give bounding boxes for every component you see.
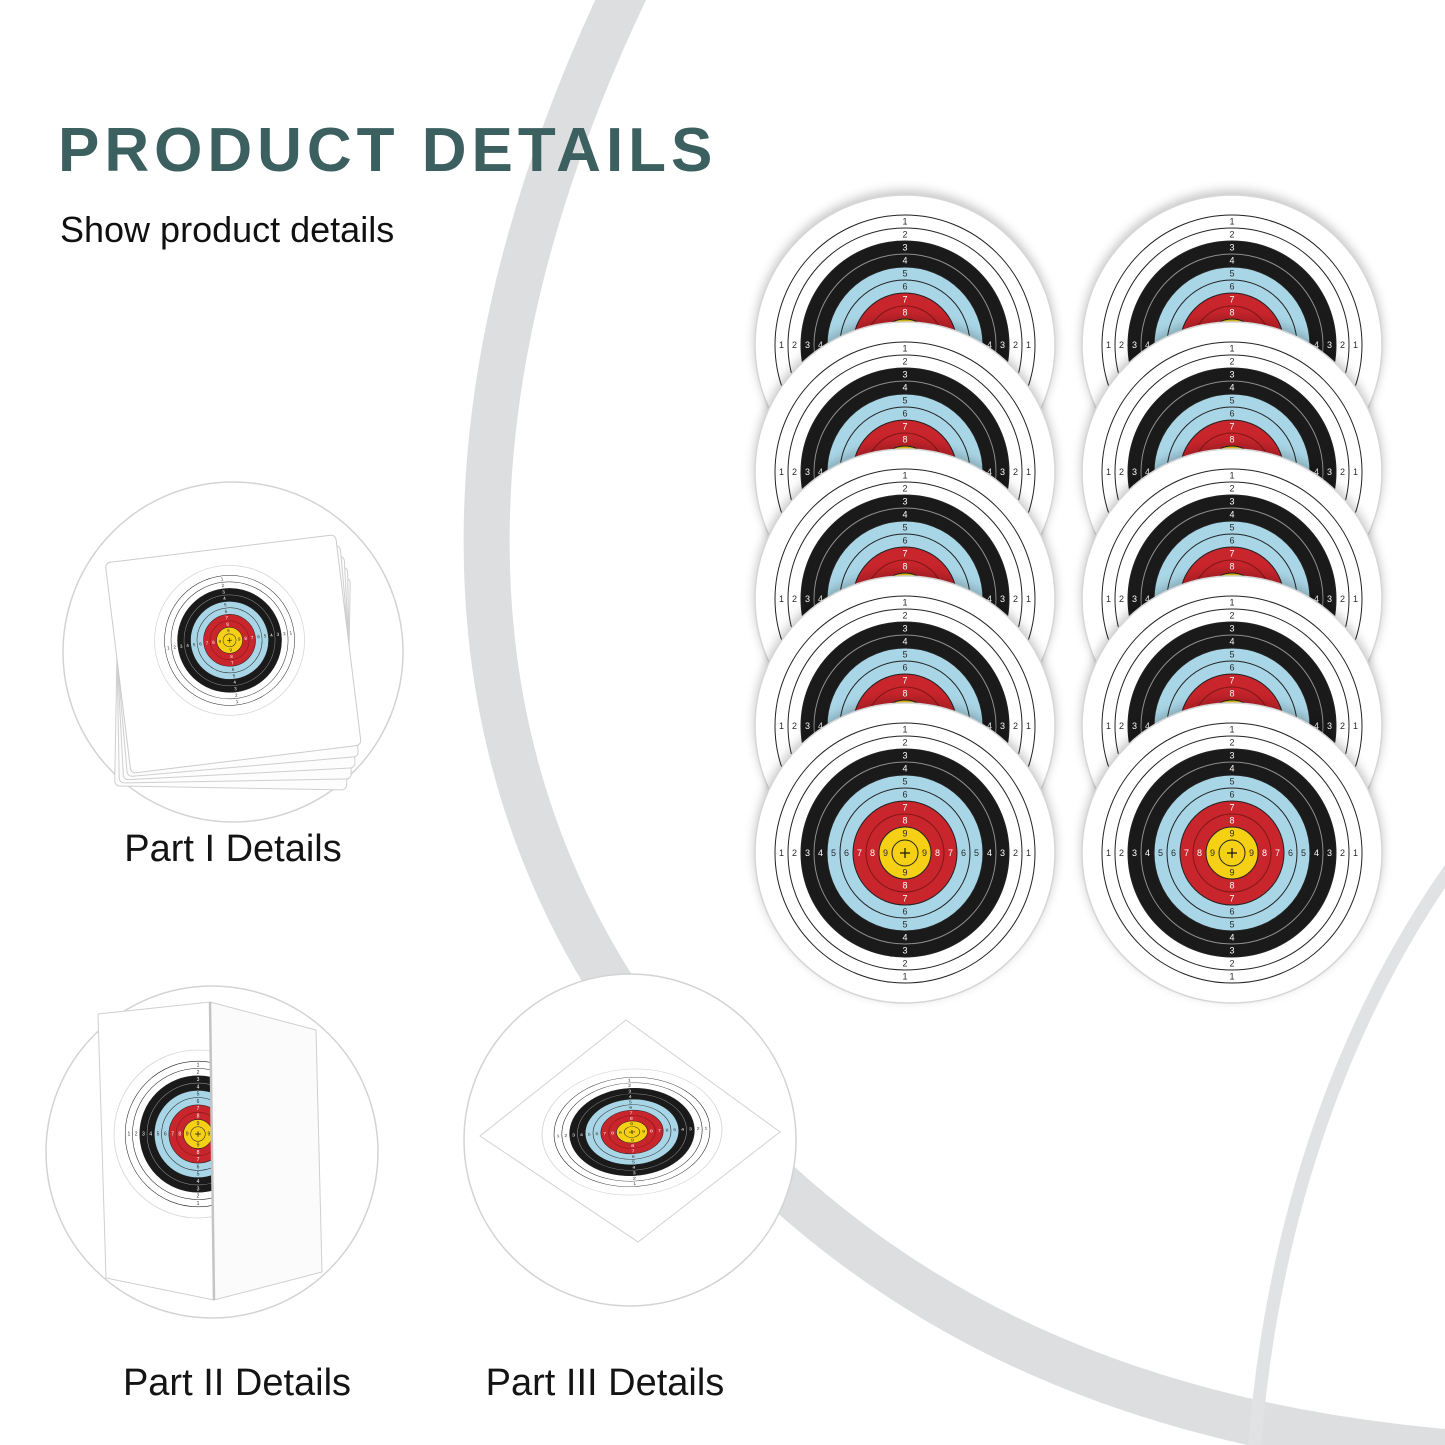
page-title: PRODUCT DETAILS xyxy=(58,116,718,185)
part-2-label: Part II Details xyxy=(122,1362,352,1404)
part-3-photo xyxy=(462,972,798,1308)
swoosh-arc-corner xyxy=(1248,864,1445,1445)
part-1-photo-svg xyxy=(62,481,404,823)
part-3-label: Part III Details xyxy=(485,1362,725,1404)
part-1-photo xyxy=(61,480,405,824)
target-sheet-10 xyxy=(1081,702,1383,1004)
target-sheet-5 xyxy=(754,702,1056,1004)
part-2-photo xyxy=(44,984,380,1320)
header: PRODUCT DETAILS Show product details xyxy=(58,118,717,251)
part-1-label: Part I Details xyxy=(124,828,342,870)
page-subtitle: Show product details xyxy=(60,209,395,251)
part-3-photo-svg xyxy=(463,973,797,1307)
part-2-photo-svg xyxy=(45,985,379,1319)
